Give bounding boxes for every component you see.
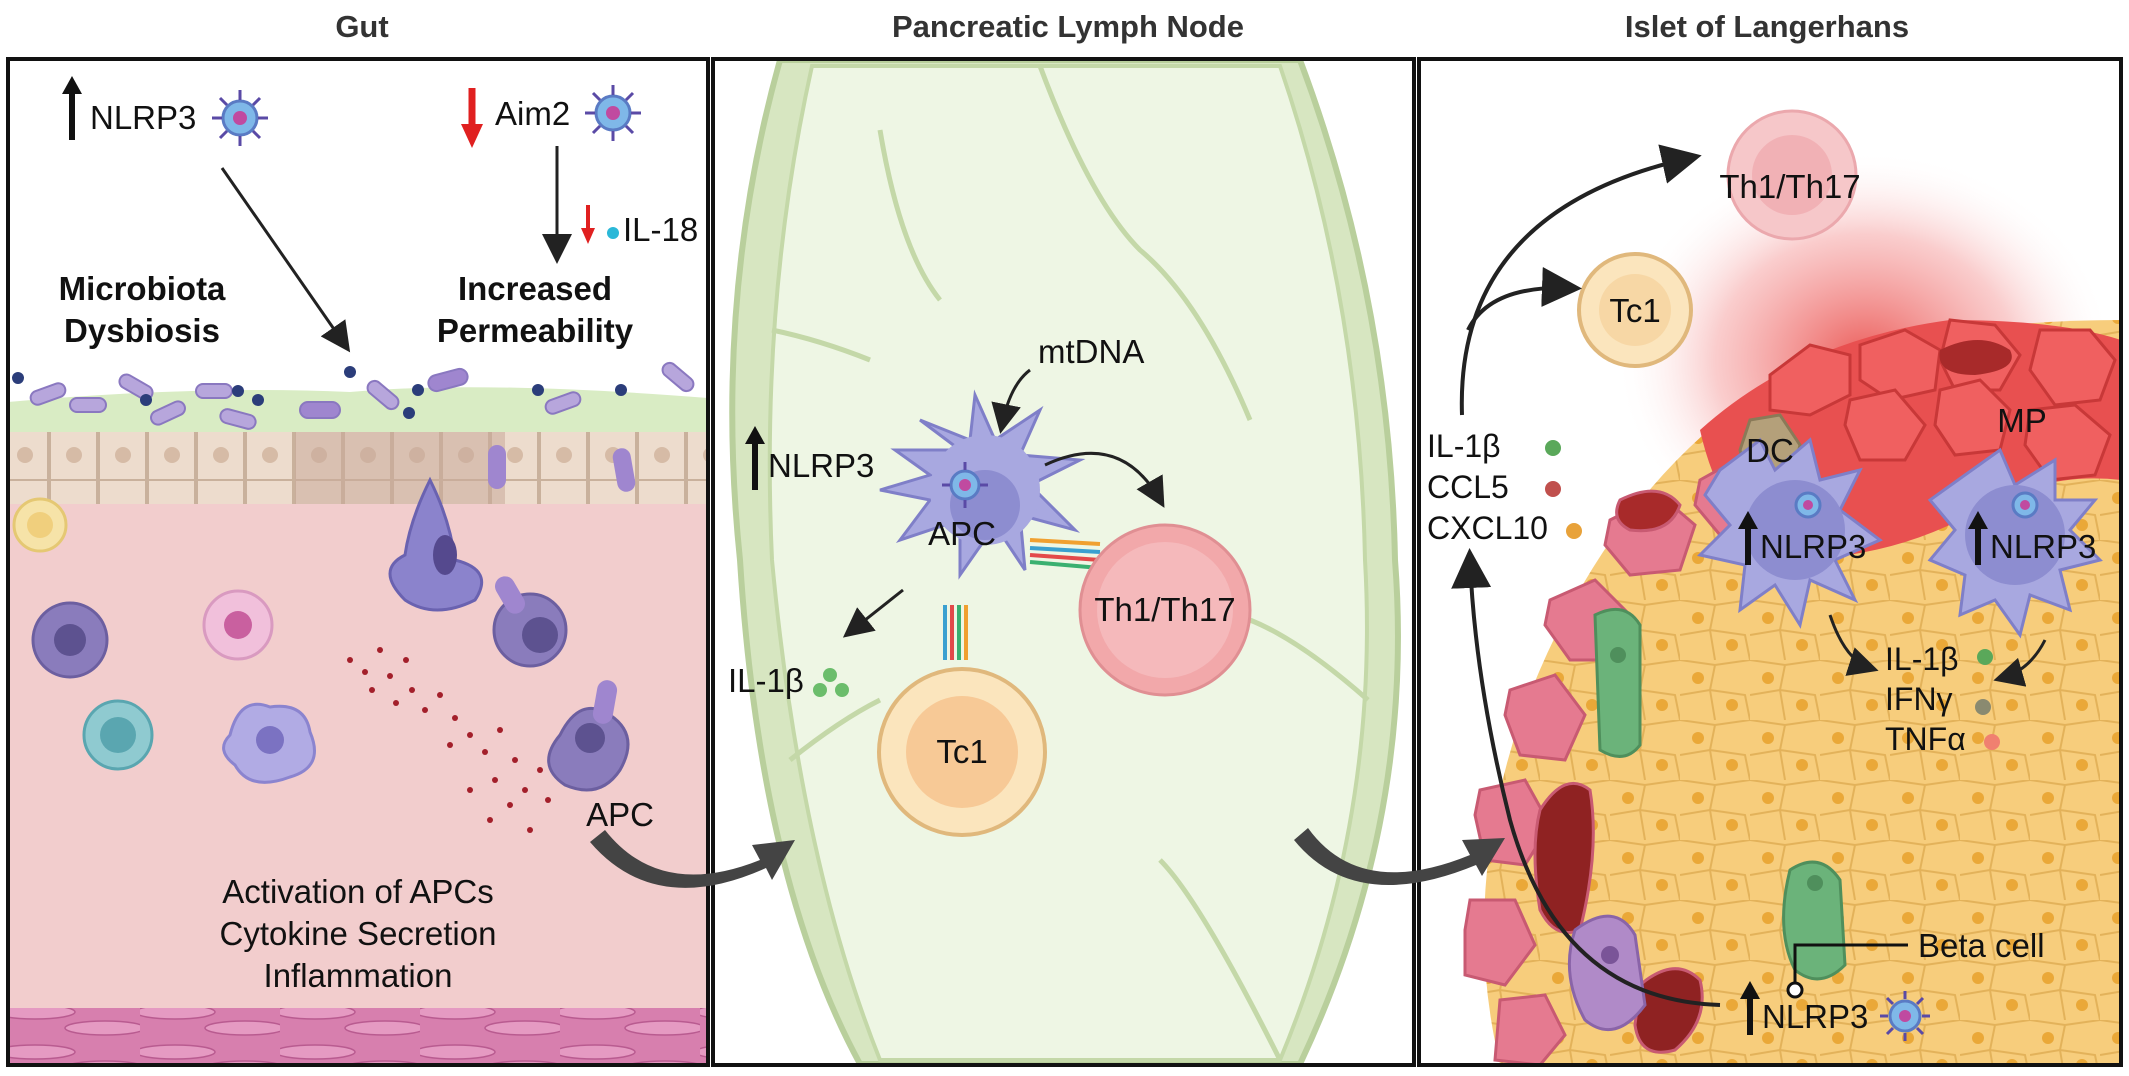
gut-aim2-label: Aim2 — [495, 95, 570, 132]
gut-to-lymph-node-arrow — [590, 830, 795, 888]
blood-vessel — [1533, 781, 1595, 934]
gut-nlrp3-label: NLRP3 — [90, 99, 196, 136]
ln-inflammasome-icon — [942, 462, 988, 508]
gut-outcome-line3: Inflammation — [264, 957, 453, 994]
nlrp3-to-epithelium-arrow — [220, 167, 351, 353]
islet-panel-border — [1417, 57, 2123, 1067]
ifng-dot — [1975, 699, 1991, 715]
islet-cytokine-il1b: IL-1β — [1427, 428, 1501, 464]
gut-immune-cells — [12, 445, 636, 792]
gut-panel-border — [6, 57, 710, 1067]
ln-apc-label: APC — [928, 515, 996, 552]
il18-dot — [607, 227, 619, 239]
ln-nlrp3-label: NLRP3 — [768, 447, 874, 484]
ln-il1b-dots — [813, 668, 849, 697]
cytokine-il1b-dot — [1545, 440, 1561, 456]
microbiota-label-line2: Dysbiosis — [64, 312, 220, 349]
islet-dc-label: DC — [1746, 432, 1794, 469]
alpha-cell — [1782, 860, 1847, 981]
permeability-label-line2: Permeability — [437, 312, 634, 349]
islet-secreted-ifng: IFNγ — [1885, 681, 1953, 717]
gut-panel-title: Gut — [335, 9, 388, 44]
mucus-layer — [8, 387, 708, 432]
ln-tc-cell — [877, 667, 1047, 837]
islet-th-label: Th1/Th17 — [1719, 168, 1860, 205]
gut-il18-label: IL-18 — [623, 211, 698, 248]
islet-to-tc-arrow — [1466, 266, 1582, 331]
ln-il1b-label: IL-1β — [728, 662, 804, 699]
inflammasome-icon — [212, 90, 268, 146]
microbial-particles — [12, 366, 627, 419]
gut-outcome-line2: Cytokine Secretion — [220, 915, 497, 952]
delta-cell — [1593, 607, 1642, 758]
beta-cell-label: Beta cell — [1918, 927, 2045, 964]
lymph-node-panel: mtDNA NLRP3 APC — [713, 57, 1414, 1067]
gut-panel: NLRP3 Aim2 IL-18 Microbiota Dysbiosis In… — [8, 59, 708, 1065]
lymph-node-panel-title: Pancreatic Lymph Node — [892, 9, 1244, 44]
cytokine-ccl5-dot — [1545, 481, 1561, 497]
apc-to-il1b-arrow — [842, 588, 904, 638]
islet-to-th-arrow — [1459, 144, 1702, 416]
dc-nlrp3-label: NLRP3 — [1760, 528, 1866, 565]
gut-outcome-line1: Activation of APCs — [222, 873, 493, 910]
beta-inflammasome-icon — [1880, 991, 1930, 1041]
ln-th-label: Th1/Th17 — [1094, 591, 1235, 628]
mtdna-arrow — [991, 368, 1031, 434]
dc-secretion-arrow — [1828, 614, 1879, 676]
ln-apc-cell — [879, 389, 1086, 580]
islet-cytokine-ccl5: CCL5 — [1427, 469, 1509, 505]
islet-tc-cell — [1577, 252, 1693, 368]
inflamed-cells — [1768, 318, 2117, 482]
islet-th-cell — [1726, 109, 1858, 241]
lymph-node-panel-border — [711, 57, 1416, 1067]
tnfa-dot — [1984, 734, 2000, 750]
islet-panel-title: Islet of Langerhans — [1625, 9, 1909, 44]
ln-th-cell — [1078, 523, 1252, 697]
mtdna-label: mtDNA — [1038, 333, 1144, 370]
islet-dc-cell — [1697, 437, 1883, 629]
ln-tc-label: Tc1 — [936, 733, 987, 770]
islet-secreted-tnfa: TNFα — [1885, 721, 1966, 757]
permeability-label-line1: Increased — [458, 270, 612, 307]
microbiota-label-line1: Microbiota — [59, 270, 226, 307]
islet-mp-label: MP — [1997, 402, 2047, 439]
apc-to-th-arrow — [1044, 451, 1165, 508]
gut-apc-label: APC — [586, 796, 654, 833]
mp-nlrp3-label: NLRP3 — [1990, 528, 2096, 565]
tcr-mhc-complex — [943, 538, 1101, 660]
islet-cytokine-cxcl10: CXCL10 — [1427, 510, 1548, 546]
lymph-node-to-islet-arrow — [1294, 828, 1505, 885]
islet-mp-cell — [1927, 447, 2103, 639]
il1b-dot — [1977, 649, 1993, 665]
aim2-inflammasome-icon — [585, 85, 641, 141]
cytokine-cxcl10-dot — [1566, 523, 1582, 539]
mp-secretion-arrow — [1993, 639, 2047, 687]
islet-tc-label: Tc1 — [1609, 292, 1660, 329]
islet-panel: DC MP NLRP3 NLRP3 IL-1β IFNγ TNFα Th1/Th… — [1419, 59, 2121, 1067]
islet-secreted-il1b: IL-1β — [1885, 641, 1959, 677]
beta-to-cytokines-arrow — [1451, 548, 1721, 1007]
beta-cell-callout-line — [1793, 943, 1908, 985]
beta-nlrp3-label: NLRP3 — [1762, 998, 1868, 1035]
muscle-layer — [8, 1008, 708, 1065]
cytokine-dots — [347, 647, 551, 833]
